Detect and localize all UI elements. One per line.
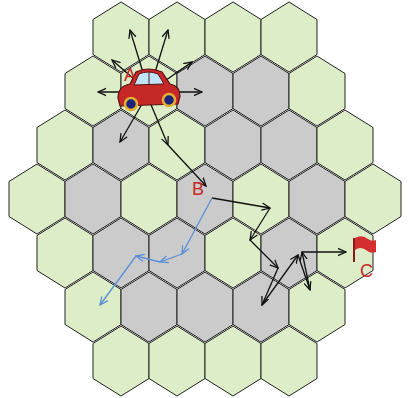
move-arrow [302,251,346,252]
point-label: C [360,262,373,280]
hex-cells [9,2,401,396]
move-arrow [182,198,212,254]
move-arrows [98,30,346,305]
move-arrow [100,256,136,305]
move-arrow [212,198,270,208]
move-arrow [149,100,168,145]
hex-cell [261,326,317,396]
point-label: B [192,180,204,198]
hex-cell [205,326,261,396]
move-arrow [160,254,182,262]
hex-cell [149,326,205,396]
move-arrow [250,240,278,268]
move-arrow [302,252,310,290]
move-arrow [262,255,298,305]
flag-icon [354,236,376,262]
move-arrow [136,256,160,262]
point-label: A [124,66,136,84]
move-arrow [250,208,270,240]
hex-cell [93,326,149,396]
